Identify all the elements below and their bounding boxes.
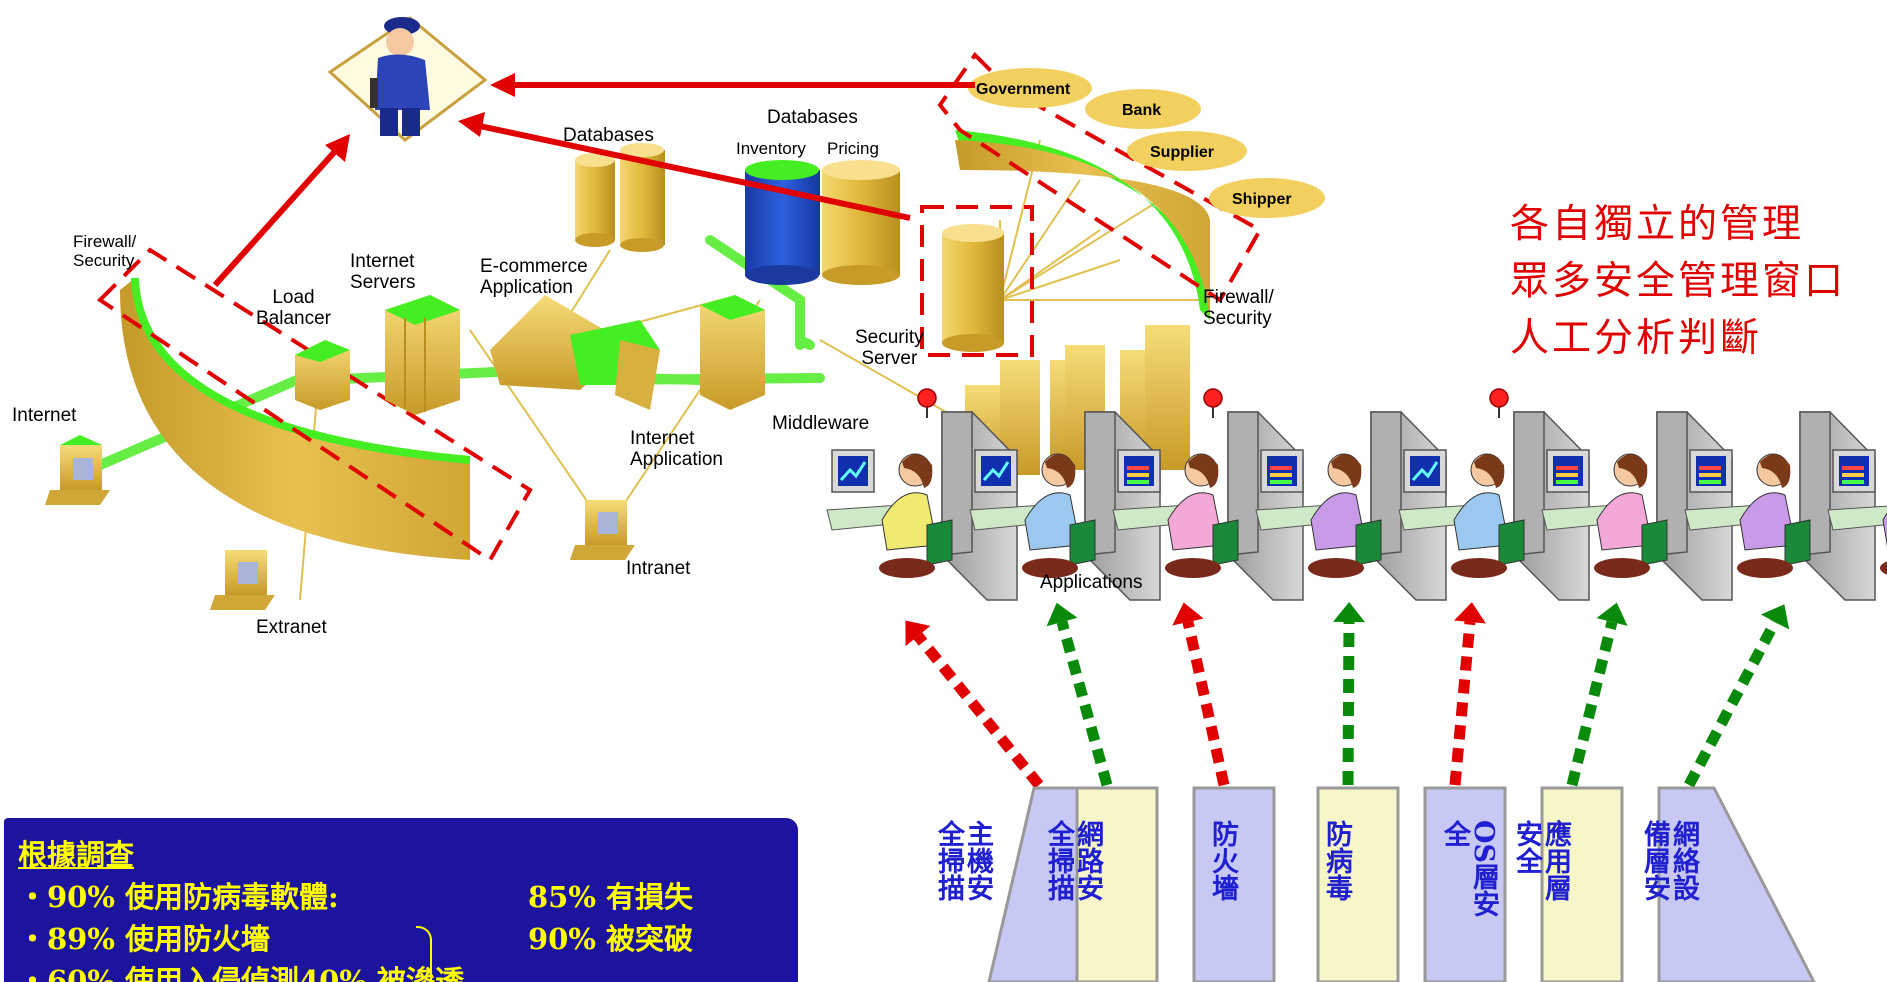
label-middleware: Middleware — [772, 413, 870, 434]
partner-government: Government — [976, 81, 1071, 98]
firewall-left-dashed-frame — [96, 247, 533, 563]
load-balancer-box — [295, 340, 350, 410]
internet-servers-box — [385, 295, 460, 415]
partner-supplier: Supplier — [1150, 144, 1214, 161]
terminal-internet — [45, 435, 110, 505]
tool-box — [1423, 786, 1507, 982]
survey-panel: 根據調查 ・90% 使用防病毒軟體: 85% 有損失 ・89% 使用防火墻 90… — [4, 818, 798, 982]
tool-box — [1540, 786, 1624, 982]
operator-cubicle — [1112, 388, 1304, 601]
tool-boxes — [987, 786, 1816, 982]
tool-label: 主機安 全掃描 — [933, 820, 993, 901]
survey-row-1-left: ・90% 使用防病毒軟體: — [18, 880, 339, 914]
tool-arrowhead — [1172, 602, 1204, 626]
label-inventory: Inventory — [736, 139, 806, 158]
security-server — [942, 224, 1004, 352]
survey-row-2-right: 90% 被突破 — [528, 922, 694, 956]
management-note: 各自獨立的管理 眾多安全管理窗口 人工分析判斷 — [1510, 196, 1846, 367]
firewall-right — [955, 130, 1210, 320]
tool-arrow — [1056, 620, 1113, 787]
note-line-3: 人工分析判斷 — [1510, 316, 1763, 361]
survey-row-3-left: ・60% 使用入侵偵測40% 被滲透 — [18, 964, 465, 982]
tool-box — [1192, 786, 1276, 982]
label-firewall-left: Firewall/Security — [73, 232, 137, 270]
security-guard-icon — [327, 16, 488, 142]
label-extranet: Extranet — [256, 617, 327, 638]
partner-shipper: Shipper — [1232, 191, 1292, 208]
operator-cubicle — [1827, 449, 1887, 575]
alert-arrows — [212, 73, 975, 288]
label-applications: Applications — [1040, 572, 1143, 593]
tool-label: 防火墻 — [1207, 820, 1238, 901]
tool-arrow — [1342, 621, 1355, 786]
databases-right — [745, 160, 900, 285]
tool-arrow — [1449, 621, 1476, 786]
tool-arrow — [1566, 620, 1618, 787]
tool-arrows — [905, 602, 1790, 789]
ecommerce-box — [490, 295, 660, 410]
tool-arrowhead — [1596, 602, 1628, 626]
tool-arrowhead — [1046, 602, 1078, 627]
terminal-extranet — [210, 550, 275, 610]
tool-label: 應用層 安全 — [1511, 820, 1571, 901]
operator-cubicles — [826, 388, 1887, 601]
tool-label: 網絡設 備層安 — [1639, 820, 1699, 901]
tool-label: 網路安 全掃描 — [1043, 820, 1103, 901]
tool-label: 防病毒 — [1321, 820, 1352, 901]
tool-arrowhead — [905, 620, 931, 647]
tool-arrowhead — [1454, 602, 1486, 624]
tool-box — [1657, 786, 1816, 982]
survey-row-2-left: ・89% 使用防火墻 — [18, 922, 271, 956]
note-line-2: 眾多安全管理窗口 — [1510, 259, 1847, 304]
terminal-intranet — [570, 500, 635, 560]
label-intranet: Intranet — [626, 558, 691, 579]
tool-box — [1316, 786, 1400, 982]
survey-title: 根據調查 — [18, 838, 135, 872]
label-databases-right: Databases — [767, 107, 858, 128]
security-server-dashed-frame — [920, 205, 1034, 357]
tool-label: OS層安 全 — [1439, 820, 1499, 918]
tool-arrow — [1182, 620, 1230, 787]
label-firewall-right: Firewall/Security — [1203, 287, 1274, 329]
survey-brace — [416, 926, 432, 982]
partner-bank: Bank — [1122, 102, 1161, 119]
tool-arrowhead — [1760, 604, 1790, 630]
label-databases-left: Databases — [563, 125, 654, 146]
databases-left — [575, 143, 665, 252]
survey-row-1-right: 85% 有損失 — [528, 880, 694, 914]
tool-arrow — [1684, 619, 1780, 788]
tool-arrowhead — [1333, 602, 1365, 623]
note-line-1: 各自獨立的管理 — [1510, 202, 1805, 247]
label-internet: Internet — [12, 405, 77, 426]
tool-arrow — [913, 632, 1044, 789]
middleware-box — [700, 295, 765, 410]
label-pricing: Pricing — [827, 139, 879, 158]
tool-box — [1075, 786, 1159, 982]
partner-bubbles — [968, 68, 1325, 218]
